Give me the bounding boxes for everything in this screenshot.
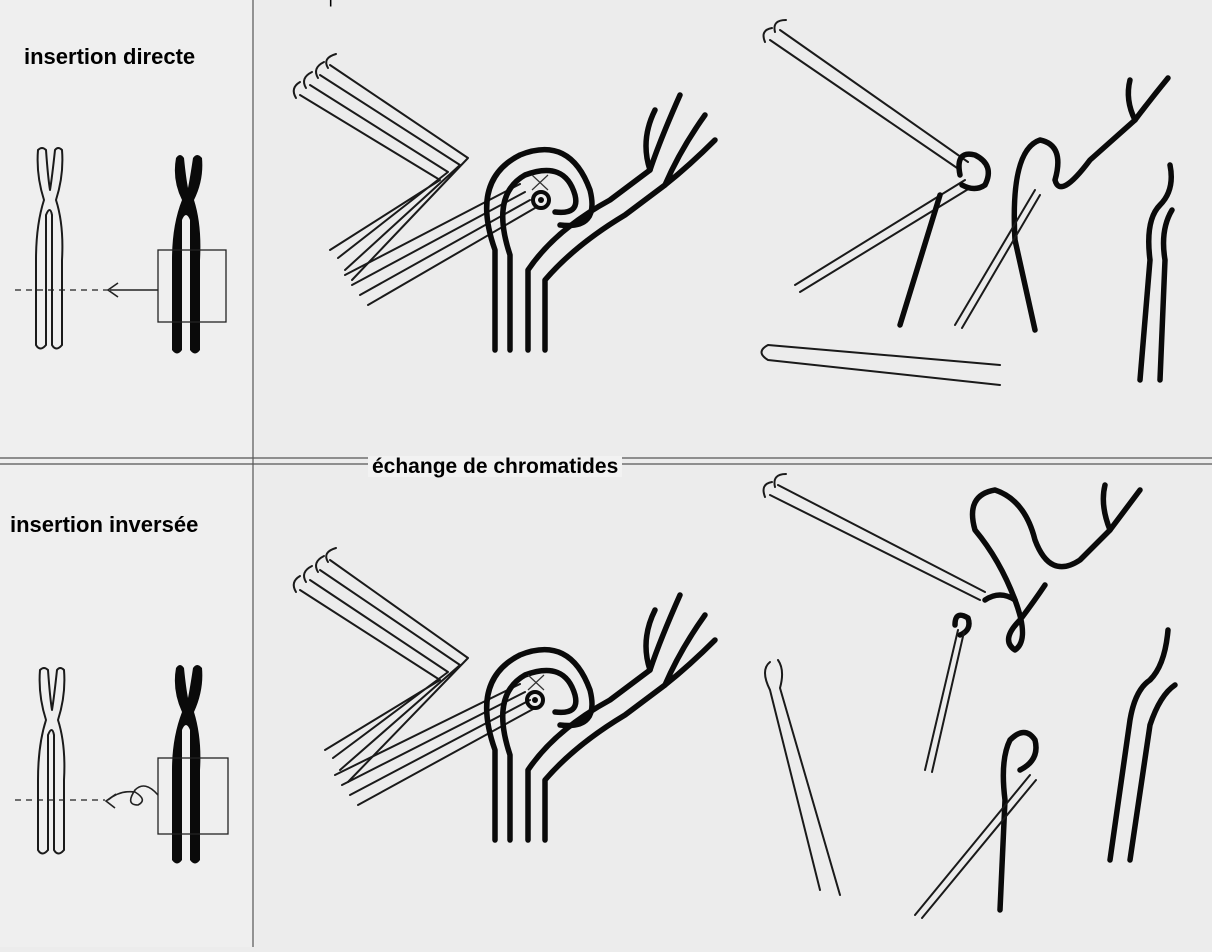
direct-insertion-label: insertion directe <box>24 46 195 68</box>
top-tick-mark: | <box>329 0 332 6</box>
chromatid-exchange-label: échange de chromatides <box>368 456 622 477</box>
inverted-insertion-label: insertion inversée <box>10 514 198 536</box>
